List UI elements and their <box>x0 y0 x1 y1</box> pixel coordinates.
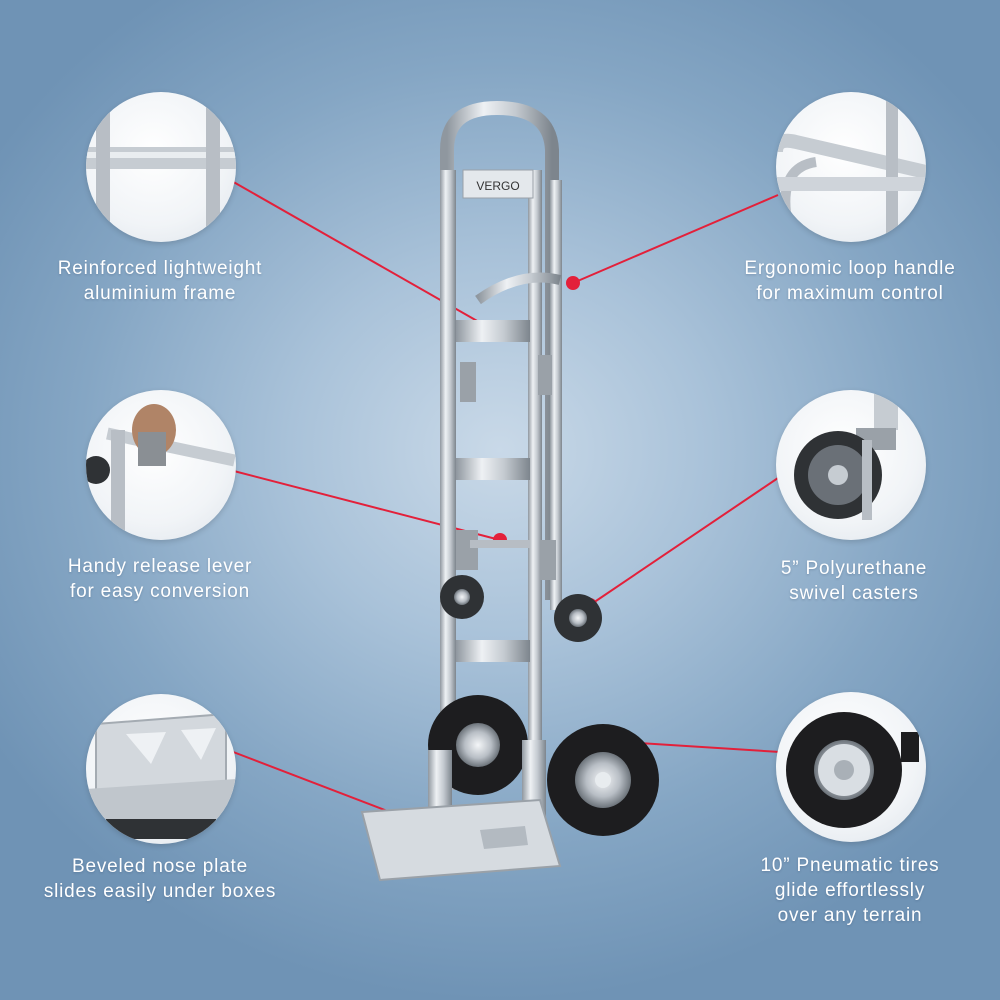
caption-handle: Ergonomic loop handle for maximum contro… <box>744 258 956 304</box>
nose-plate-closeup-icon <box>86 694 236 844</box>
caption-tire: 10” Pneumatic tires glide effortlessly o… <box>760 855 940 926</box>
caption-caster: 5” Polyurethane swivel casters <box>780 558 928 604</box>
caption-lever: Handy release lever for easy conversion <box>67 556 253 602</box>
caption-frame: Reinforced lightweight aluminium frame <box>57 258 263 304</box>
caster-closeup-icon <box>776 390 926 540</box>
callout-line-handle <box>572 194 779 284</box>
callout-dot-handle <box>566 276 580 290</box>
loop-handle-closeup-icon <box>776 92 926 242</box>
callout-line-caster <box>589 477 779 606</box>
pneumatic-tire-closeup-icon <box>776 692 926 842</box>
release-lever-closeup-icon <box>86 390 236 540</box>
brand-logo: VERGO <box>476 179 519 193</box>
frame-closeup-icon <box>86 92 236 242</box>
caption-nose: Beveled nose plate slides easily under b… <box>43 856 277 902</box>
